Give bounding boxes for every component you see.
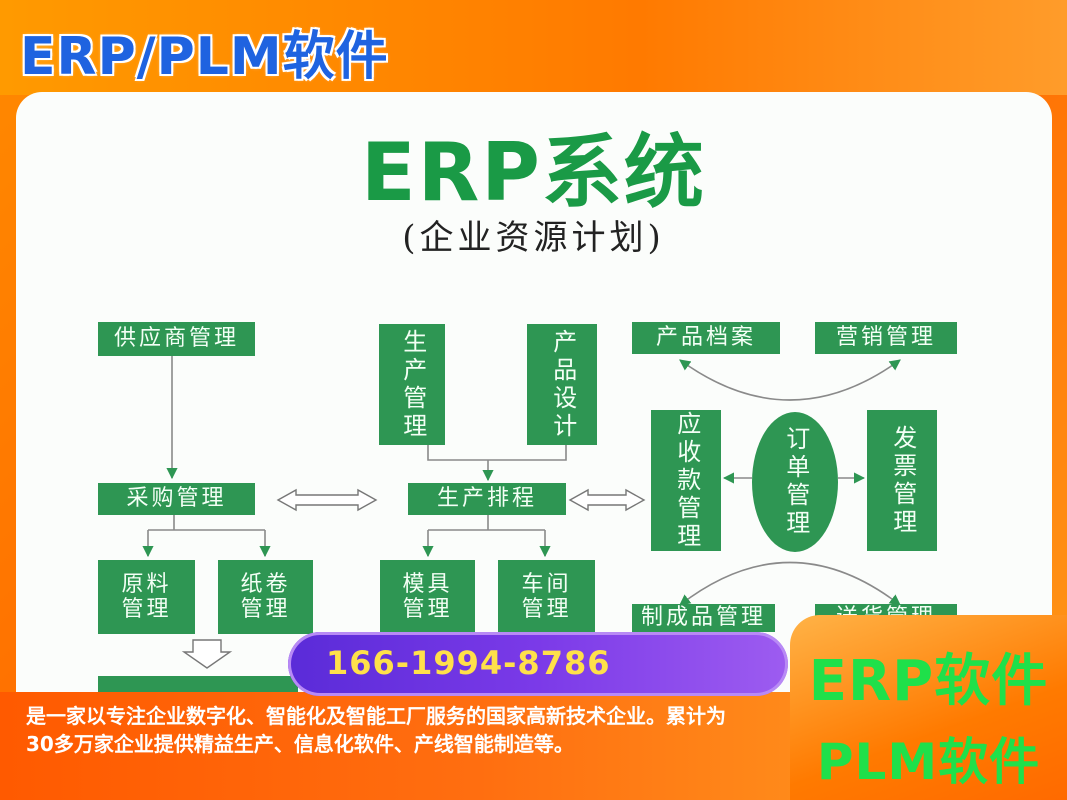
header-strip	[0, 0, 1067, 95]
diagram-title: ERP系统	[361, 126, 706, 219]
product-erp-label: ERP软件	[808, 649, 1049, 714]
product-plm-label: PLM软件	[816, 733, 1041, 791]
node-scheduling: 生产排程	[408, 483, 566, 515]
node-marketing: 营销管理	[815, 322, 957, 354]
header-title: ERP/PLM软件	[20, 27, 389, 87]
node-purchase: 采购管理	[98, 483, 255, 515]
node-order: 订单管理	[752, 412, 838, 552]
connector-production-scheduling	[427, 445, 567, 461]
connector-arc-bottom	[679, 561, 901, 606]
double-arrow-left	[276, 488, 378, 512]
node-production-mgmt: 生产管理	[379, 324, 445, 445]
double-arrow-right	[568, 488, 646, 512]
description-band	[0, 692, 795, 800]
node-receivables: 应收款管理	[651, 410, 721, 551]
node-workshop: 车间管理	[498, 560, 595, 634]
connector-arc-top	[679, 359, 901, 401]
connector-purchase-split	[148, 515, 265, 531]
node-shipping: 发票管理	[867, 410, 937, 551]
product-card	[790, 615, 1067, 800]
phone-pill	[288, 632, 788, 696]
company-description: 是一家以专注企业数字化、智能化及智能工厂服务的国家高新技术企业。累计为30多万家…	[26, 704, 726, 756]
diagram-subtitle: (企业资源计划)	[402, 218, 665, 258]
node-paper-roll: 纸卷管理	[218, 560, 313, 634]
node-product-design: 产品设计	[527, 324, 597, 445]
node-bottom-partial	[98, 676, 298, 696]
down-hollow-arrow	[181, 639, 233, 669]
node-mold: 模具管理	[380, 560, 475, 634]
node-finished-goods: 制成品管理	[632, 604, 775, 632]
node-raw-material: 原料管理	[98, 560, 195, 634]
node-supplier: 供应商管理	[98, 322, 255, 356]
phone-number: 166-1994-8786	[326, 644, 611, 682]
node-product-archive: 产品档案	[632, 322, 780, 354]
